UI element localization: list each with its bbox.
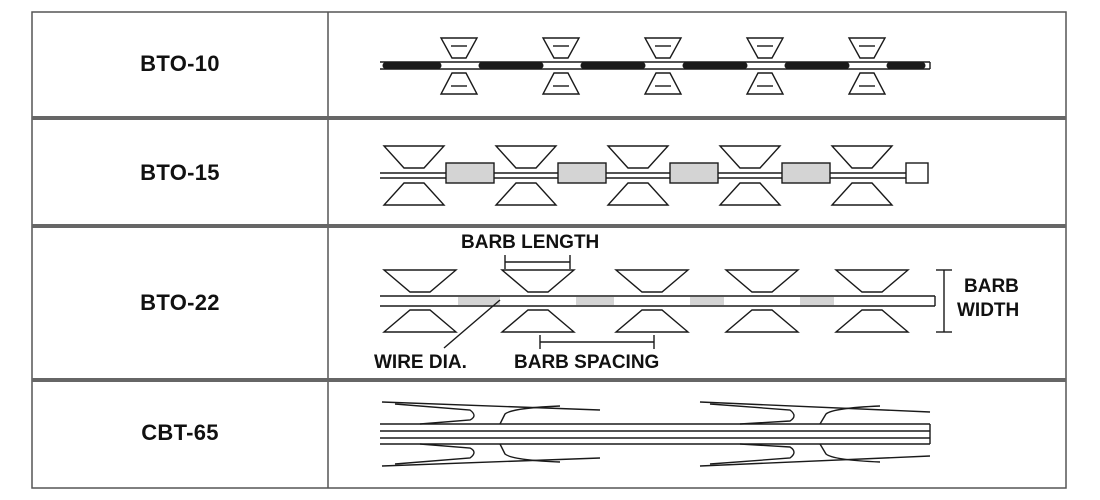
wire-dia-leader	[443, 299, 501, 349]
bto-22-barb	[614, 269, 690, 333]
barb-width-label-line1: BARB	[964, 276, 1019, 297]
barb-length-dimension	[504, 255, 571, 269]
bto-15-band	[445, 162, 495, 184]
bto-22-barb	[724, 269, 800, 333]
model-label-bto-10: BTO-10	[140, 51, 220, 76]
barb-spacing-dimension	[539, 335, 655, 349]
bto-22-band	[800, 297, 834, 305]
bto-10-barb	[439, 37, 479, 95]
bto-15-barb	[382, 145, 446, 206]
model-label-bto-22: BTO-22	[140, 290, 220, 315]
row-divider-2	[32, 224, 1066, 228]
bto-15-barb	[494, 145, 558, 206]
bto-22-drawing	[380, 255, 952, 349]
barb-width-dimension	[936, 269, 952, 333]
barb-length-label: BARB LENGTH	[461, 232, 600, 253]
bto-22-barb	[834, 269, 910, 333]
bto-22-band	[690, 297, 724, 305]
table-grid	[31, 11, 1067, 489]
row-divider-3	[32, 378, 1066, 382]
bto-15-band	[781, 162, 831, 184]
row-divider-1	[32, 116, 1066, 120]
model-label-cbt-65: CBT-65	[141, 420, 219, 445]
bto-15-barb	[830, 145, 894, 206]
row-dividers	[32, 116, 1066, 382]
bto-15-barb	[718, 145, 782, 206]
bto-10-barb	[847, 37, 887, 95]
bto-15-barb	[606, 145, 670, 206]
barb-spacing-label: BARB SPACING	[514, 352, 660, 373]
bto-22-barb	[382, 269, 458, 333]
model-label-bto-15: BTO-15	[140, 160, 220, 185]
bto-10-barb	[745, 37, 785, 95]
bto-22-barb	[500, 269, 576, 333]
bto-10-barb	[541, 37, 581, 95]
cbt-65-drawing	[380, 401, 931, 467]
bto-22-band	[458, 297, 500, 305]
wire-dia-label: WIRE DIA.	[374, 352, 467, 373]
barb-width-label-line2: WIDTH	[957, 300, 1020, 321]
bto-15-band	[669, 162, 719, 184]
bto-10-barb	[643, 37, 683, 95]
bto-22-band	[576, 297, 614, 305]
bto-10-drawing	[380, 37, 931, 95]
table-border	[31, 11, 1067, 489]
bto-15-drawing	[380, 145, 929, 206]
bto-15-band	[557, 162, 607, 184]
